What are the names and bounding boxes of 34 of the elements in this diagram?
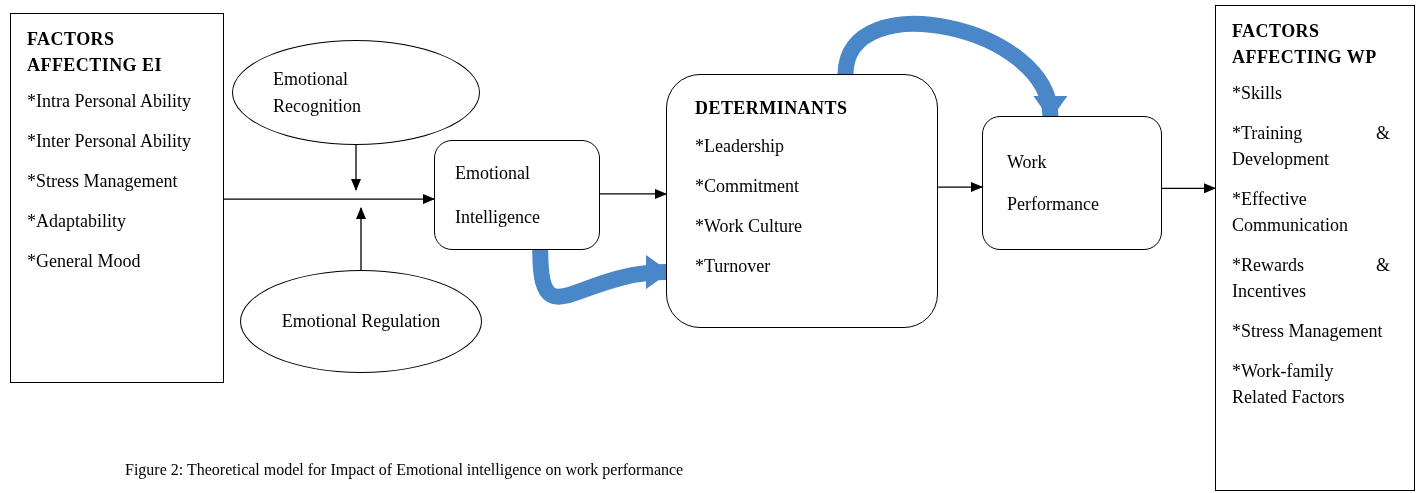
node-text: *Rewards & Incentives — [1232, 254, 1390, 303]
node-text: *Stress Management — [27, 170, 179, 193]
arrow — [351, 144, 361, 191]
node-text: *Training & Development — [1232, 122, 1390, 171]
figure-caption: Figure 2: Theoretical model for Impact of Emotional intelligence on work performance — [125, 460, 684, 481]
arrow — [356, 207, 366, 271]
node-text: *Intra Personal Ability — [27, 90, 192, 113]
arrow — [223, 194, 435, 205]
heading: FACTORS AFFECTING WP — [1232, 20, 1378, 69]
node-text: *Commitment — [695, 175, 800, 197]
node-text: *Work Culture — [695, 215, 804, 237]
node-text: *Leadership — [695, 135, 785, 157]
node-text: *Adaptability — [27, 210, 127, 233]
node-text: Emotional Intelligence — [455, 162, 541, 229]
factor-list-box — [10, 13, 224, 383]
node-text: *General Mood — [27, 250, 142, 273]
node-text: *Turnover — [695, 255, 772, 277]
process-box — [434, 140, 600, 250]
node-text: *Inter Personal Ability — [27, 130, 192, 153]
arrow — [1161, 183, 1216, 194]
node-text: Emotional Regulation — [281, 310, 441, 333]
heading: FACTORS AFFECTING EI — [27, 28, 163, 77]
factor-list-box — [1215, 5, 1415, 491]
node-text: *Skills — [1232, 82, 1284, 105]
node-text: Work Performance — [1007, 151, 1100, 216]
arrow — [937, 182, 983, 193]
process-box — [666, 74, 938, 328]
heading: DETERMINANTS — [695, 97, 849, 120]
process-box — [982, 116, 1162, 250]
node-text: *Work-family Related Factors — [1232, 360, 1346, 409]
node-text: *Stress Management — [1232, 320, 1384, 343]
node-text: Emotional Recognition — [273, 67, 362, 118]
node-text: *Effective Communication — [1232, 188, 1349, 237]
arrow — [599, 188, 667, 199]
